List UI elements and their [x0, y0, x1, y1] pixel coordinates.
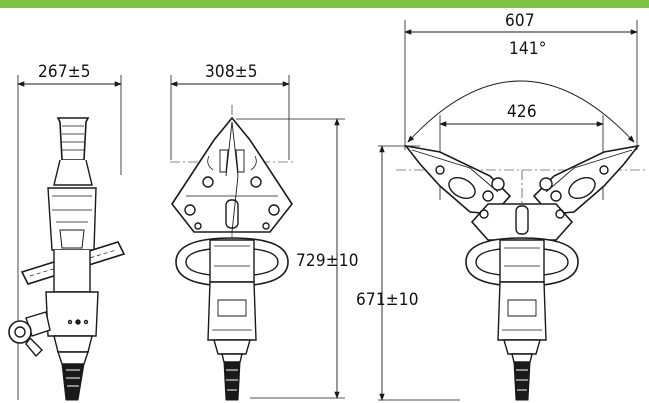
closed-view — [170, 75, 345, 401]
open-angle-dimension — [407, 80, 635, 143]
open-angle-label: 141° — [509, 39, 547, 59]
front-view — [8, 75, 126, 401]
open-width-label: 607 — [505, 11, 535, 31]
front-width-label: 267±5 — [38, 62, 91, 82]
accent-bar — [0, 0, 649, 8]
open-height-label: 671±10 — [356, 290, 419, 310]
side-height-label: 729±10 — [296, 251, 359, 271]
side-width-label: 308±5 — [205, 62, 258, 82]
tip-gap-label: 426 — [507, 102, 537, 122]
open-view — [378, 20, 646, 401]
